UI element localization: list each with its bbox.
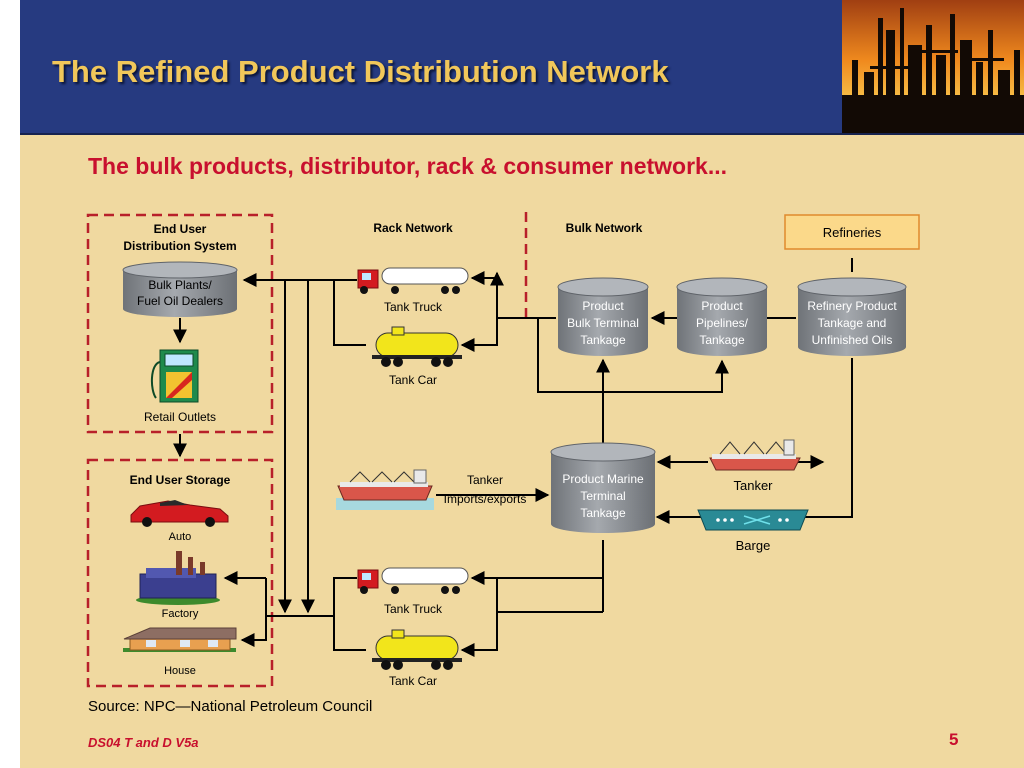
refineries-box	[784, 214, 920, 250]
product-pipelines-line2: Pipelines/	[696, 316, 749, 330]
product-pipelines-cylinder: Product Pipelines/ Tankage	[676, 277, 768, 356]
bulk-network-heading: Bulk Network	[566, 221, 643, 235]
source-citation: Source: NPC—National Petroleum Council	[88, 698, 373, 715]
slide-left-margin	[0, 0, 20, 768]
product-marine-terminal-cylinder: Product Marine Terminal Tankage	[550, 442, 656, 533]
refinery-tankage-line2: Tankage and	[818, 316, 887, 330]
refinery-tankage-cylinder: Refinery Product Tankage and Unfinished …	[797, 277, 907, 356]
factory-icon	[136, 551, 220, 605]
slide-title: The Refined Product Distribution Network	[52, 54, 669, 89]
end-user-distribution-heading-line1: End User	[154, 222, 207, 236]
product-bulk-terminal-line3: Tankage	[580, 333, 626, 347]
connector-lower-rack-main	[496, 578, 603, 613]
tank-truck-top-label: Tank Truck	[384, 300, 443, 314]
connector-terminal-to-pipelines	[537, 318, 729, 393]
end-user-storage-heading: End User Storage	[130, 473, 231, 487]
connector-storage-to-factory	[240, 578, 267, 647]
end-user-storage-group	[86, 458, 274, 688]
end-user-distribution-heading-line2: Distribution System	[123, 239, 236, 253]
bulk-plants-cylinder: Bulk Plants/ Fuel Oil Dealers	[122, 261, 238, 317]
product-pipelines-line1: Product	[701, 299, 743, 313]
slide-subtitle: The bulk products, distributor, rack & c…	[88, 153, 728, 179]
tank-truck-icon	[357, 267, 469, 294]
product-marine-terminal-line1: Product Marine	[562, 472, 644, 486]
connector-refinery-to-marine	[655, 358, 853, 524]
end-user-distribution-group	[86, 213, 274, 434]
barge-label: Barge	[736, 538, 771, 553]
refineries-label: Refineries	[823, 225, 882, 240]
tank-truck-icon	[357, 567, 469, 594]
header-divider	[20, 133, 1024, 135]
connector-tank-truck-branch	[333, 280, 366, 346]
barge-icon	[697, 509, 809, 531]
connector-lower-rack-to-car	[460, 612, 498, 657]
retail-outlets-label: Retail Outlets	[144, 410, 216, 424]
tanker-ship-icon	[336, 469, 434, 510]
tanker-imports-line2: Imports/exports	[444, 492, 527, 506]
tank-car-bottom-label: Tank Car	[389, 674, 437, 688]
bulk-plants-label-line1: Bulk Plants/	[148, 278, 212, 292]
tank-car-icon	[372, 326, 462, 367]
connector-terminal-to-tank-truck	[470, 271, 498, 285]
gas-pump-icon	[150, 349, 199, 403]
rack-network-heading: Rack Network	[373, 221, 453, 235]
connector-terminal-to-tank-car	[460, 318, 498, 352]
page-number: 5	[949, 730, 959, 749]
refinery-silhouette-icon	[842, 0, 1024, 135]
house-icon	[123, 627, 237, 652]
product-bulk-terminal-line1: Product	[582, 299, 624, 313]
footer-label: DS04 T and D V5a	[88, 735, 199, 750]
product-bulk-terminal-line2: Bulk Terminal	[567, 316, 639, 330]
sports-car-icon	[130, 500, 229, 527]
tank-car-icon	[372, 629, 462, 670]
tanker-label: Tanker	[733, 478, 773, 493]
header-bar	[20, 0, 842, 135]
tank-truck-bottom-label: Tank Truck	[384, 602, 443, 616]
refinery-tankage-line1: Refinery Product	[807, 299, 897, 313]
tanker-ship-icon	[709, 439, 801, 471]
connector-lower-truck-to-storage	[333, 577, 366, 651]
refinery-tankage-line3: Unfinished Oils	[812, 333, 893, 347]
product-pipelines-line3: Tankage	[699, 333, 745, 347]
connector-lines	[173, 258, 853, 657]
tank-car-top-label: Tank Car	[389, 373, 437, 387]
auto-label: Auto	[169, 531, 192, 543]
factory-label: Factory	[162, 608, 199, 620]
product-bulk-terminal-cylinder: Product Bulk Terminal Tankage	[557, 277, 649, 356]
bulk-plants-label-line2: Fuel Oil Dealers	[137, 294, 223, 308]
product-marine-terminal-line2: Terminal	[580, 489, 625, 503]
tanker-imports-line1: Tanker	[467, 473, 503, 487]
product-marine-terminal-line3: Tankage	[580, 506, 626, 520]
house-label: House	[164, 665, 196, 677]
